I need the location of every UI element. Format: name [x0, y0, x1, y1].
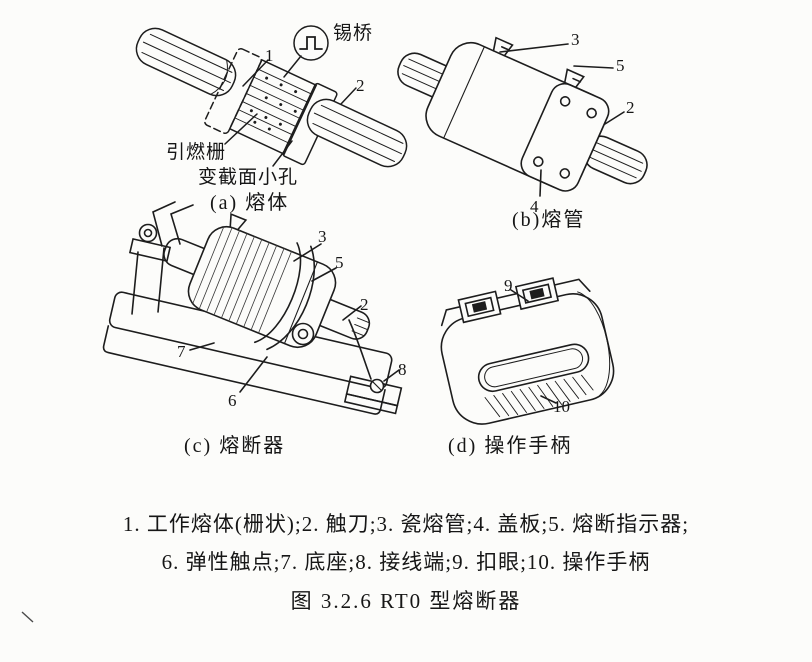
panel-b-number-3: 3 — [571, 30, 580, 49]
tin-bridge-symbol — [299, 36, 323, 50]
left-terminal — [128, 223, 172, 315]
tin-bridge-detail-circle — [293, 25, 329, 61]
panel-c-number-5: 5 — [335, 253, 344, 272]
grip-slot — [477, 343, 590, 393]
fuse-tube — [163, 212, 371, 351]
label-tin-bridge: 锡桥 — [333, 23, 374, 44]
leader-number-10 — [540, 395, 557, 404]
leader-number-2 — [342, 305, 362, 321]
panel-c-number-6: 6 — [228, 391, 237, 410]
label-holes: 变截面小孔 — [198, 167, 299, 188]
contact-blade-left — [135, 27, 237, 97]
leader-number-6 — [239, 356, 268, 393]
cover-plate — [520, 82, 610, 192]
leader-ignition-grid — [224, 113, 258, 145]
leader-number-9 — [510, 289, 529, 302]
leader-number-3 — [499, 43, 569, 53]
contact-blade-right — [306, 98, 408, 168]
panel-b-caption: (b)熔管 — [512, 209, 586, 231]
stray-mark — [21, 611, 34, 623]
leader-number-2 — [340, 87, 357, 105]
hatching — [484, 374, 594, 418]
legend-line-2: 6. 弹性触点;7. 底座;8. 接线端;9. 扣眼;10. 操作手柄 — [161, 550, 651, 574]
indicator-clip-right — [563, 68, 585, 89]
leader-number-2 — [604, 111, 625, 125]
panel-b-number-4: 4 — [530, 197, 539, 216]
panel-c-caption: (c) 熔断器 — [184, 435, 286, 457]
legend-line-1: 1. 工作熔体(栅状);2. 触刀;3. 瓷熔管;4. 盖板;5. 熔断指示器; — [122, 512, 690, 536]
leader-number-4 — [539, 169, 542, 197]
leader-tin-bridge — [283, 55, 302, 78]
spring-contact-front — [253, 242, 302, 344]
clip-ring — [291, 322, 315, 346]
panel-b-fuse-tube-drawing — [397, 36, 648, 197]
panel-a-caption: (a) 熔体 — [210, 192, 290, 214]
panel-b-number-5: 5 — [616, 56, 625, 75]
blade-to-terminal — [348, 319, 372, 380]
eyelet-left — [457, 290, 502, 324]
leader-number-3 — [293, 243, 322, 262]
spring-clamp-left — [152, 201, 194, 247]
base — [102, 291, 393, 415]
fuse-grid — [228, 58, 318, 156]
panel-b-number-2: 2 — [626, 98, 635, 117]
spring-contact-back — [266, 245, 316, 351]
panel-d-number-10: 10 — [553, 397, 570, 416]
panel-d-caption: (d) 操作手柄 — [448, 435, 573, 457]
indicator-clip — [229, 212, 248, 231]
tube-body — [187, 225, 337, 349]
panel-d-handle-drawing — [440, 277, 615, 425]
leader-number-1 — [242, 59, 269, 87]
panel-c-number-8: 8 — [398, 360, 407, 379]
panel-a-number-1: 1 — [265, 46, 274, 65]
panel-a-number-2: 2 — [356, 76, 365, 95]
leader-number-5 — [573, 65, 614, 69]
handle-top-face — [440, 278, 591, 327]
figure-title: 图 3.2.6 RT0 型熔断器 — [290, 589, 522, 613]
leader-number-5 — [311, 267, 337, 282]
panel-d-number-9: 9 — [504, 276, 513, 295]
handle-right-curve — [577, 291, 611, 397]
panel-c-fuse-assembly-drawing — [102, 201, 403, 415]
leader-number-8 — [383, 369, 400, 382]
leader-number-7 — [189, 342, 215, 351]
eyelet-right — [514, 277, 560, 311]
panel-c-number-7: 7 — [177, 342, 186, 361]
panel-c-number-2: 2 — [360, 295, 369, 314]
leader-holes — [272, 140, 293, 167]
panel-a-fuse-element-drawing — [135, 25, 408, 168]
panel-c-number-3: 3 — [318, 227, 327, 246]
label-ignition-grid: 引燃栅 — [166, 142, 227, 163]
